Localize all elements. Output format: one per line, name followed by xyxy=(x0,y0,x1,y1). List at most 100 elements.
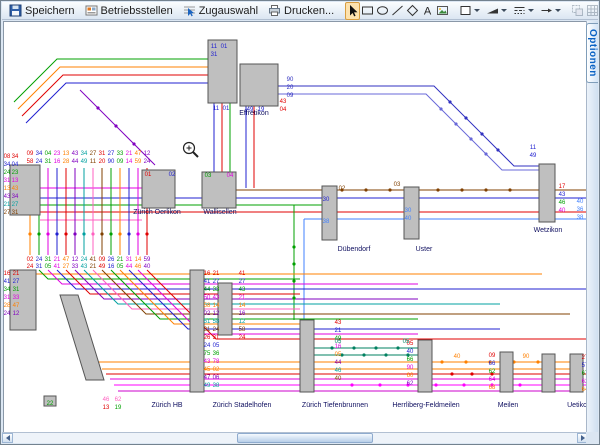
diamond-icon xyxy=(406,4,419,17)
train-dot xyxy=(292,296,296,300)
train-number: 90 xyxy=(287,77,294,83)
train-dot xyxy=(28,232,32,236)
save-button[interactable]: Speichern xyxy=(4,2,80,19)
station-box xyxy=(207,39,238,104)
scroll-left-button[interactable] xyxy=(2,433,13,443)
train-number: 43 xyxy=(213,295,220,301)
train-dot xyxy=(100,232,104,236)
fill-style-dropdown[interactable] xyxy=(456,2,483,20)
track-line xyxy=(13,58,208,103)
arrow-style-icon xyxy=(541,8,553,13)
train-number: 31 xyxy=(126,257,133,263)
train-number: 01 xyxy=(145,172,152,178)
train-number: 67 xyxy=(582,371,587,377)
polygon-tool-button[interactable] xyxy=(405,2,420,20)
zugauswahl-button-label: Zugauswahl xyxy=(198,4,259,17)
drucken-button[interactable]: Drucken... xyxy=(263,2,339,19)
train-dot xyxy=(352,346,356,350)
train-number: 27 xyxy=(12,202,19,208)
line-width-dropdown[interactable] xyxy=(483,2,510,20)
train-number: 43 xyxy=(239,287,246,293)
train-number: 21 xyxy=(335,328,342,334)
ellipse-tool-button[interactable] xyxy=(375,2,390,20)
betriebsstellen-button[interactable]: Betriebsstellen xyxy=(80,2,178,19)
train-number: 62 xyxy=(115,397,122,403)
train-number: 14 xyxy=(126,159,133,165)
train-number: 04 xyxy=(12,162,19,168)
train-number: 31 xyxy=(99,151,106,157)
train-number: 38 xyxy=(323,219,330,225)
track-line xyxy=(56,269,587,290)
image-tool-button[interactable] xyxy=(435,2,450,20)
grid-tool-button[interactable] xyxy=(585,2,600,20)
station-box xyxy=(541,353,556,393)
train-number: 34 xyxy=(36,151,43,157)
train-number: 44 xyxy=(335,360,342,366)
train-number: 33 xyxy=(213,287,220,293)
train-number: 24 xyxy=(81,257,88,263)
train-number: 66 xyxy=(407,357,414,363)
train-number: 05 xyxy=(407,341,414,347)
train-number: 64 xyxy=(582,387,587,393)
station-label: Wallisellen xyxy=(203,209,236,216)
train-dot xyxy=(340,353,344,357)
train-dot xyxy=(292,245,296,249)
station-label: Herrliberg-Feldmeilen xyxy=(392,402,459,409)
train-number: 28 xyxy=(4,303,11,309)
track-line xyxy=(278,85,539,167)
train-number: 47 xyxy=(13,303,20,309)
train-number: 90 xyxy=(108,159,115,165)
arrow-style-dropdown[interactable] xyxy=(537,2,564,20)
train-number: 49 xyxy=(335,336,342,342)
train-number: 05 xyxy=(213,343,220,349)
options-panel-tab[interactable]: Optionen xyxy=(586,23,598,83)
track-line xyxy=(79,89,156,166)
train-number: 41 xyxy=(54,264,61,270)
train-number: 21 xyxy=(117,257,124,263)
train-number: 44 xyxy=(72,159,79,165)
train-number: 34 xyxy=(4,287,11,293)
train-dot xyxy=(484,152,488,156)
select-tool-button[interactable] xyxy=(345,1,361,20)
train-number: 17 xyxy=(559,184,566,190)
train-number: 33 xyxy=(13,295,20,301)
text-tool-button[interactable]: A xyxy=(420,2,435,20)
zugauswahl-button[interactable]: Zugauswahl xyxy=(178,2,263,19)
train-number: 36 xyxy=(213,351,220,357)
train-dot xyxy=(46,232,50,236)
rectangle-tool-button[interactable] xyxy=(360,2,375,20)
train-number: 05 xyxy=(335,352,342,358)
group-tool-button[interactable] xyxy=(570,2,585,20)
train-number: 49 xyxy=(204,383,211,389)
track-line xyxy=(101,269,570,315)
train-number: 24 xyxy=(144,159,151,165)
line-style-dropdown[interactable] xyxy=(510,2,537,20)
train-number: 02 xyxy=(204,311,211,317)
train-number: 27 xyxy=(213,279,220,285)
train-number: 30 xyxy=(323,197,330,203)
station-label: Uster xyxy=(416,246,433,253)
train-dot xyxy=(340,188,344,192)
train-number: 30 xyxy=(405,208,412,214)
train-number: 09 xyxy=(117,159,124,165)
train-dot xyxy=(464,116,468,120)
train-number: 40 xyxy=(407,349,414,355)
train-number: 38 xyxy=(213,383,220,389)
station-label: Uetikon xyxy=(567,402,587,409)
train-number: 40 xyxy=(454,354,461,360)
horizontal-scrollbar[interactable] xyxy=(2,432,588,443)
train-number: 26 xyxy=(108,257,115,263)
arrow-right-icon xyxy=(580,435,585,441)
train-number: 04 xyxy=(280,107,287,113)
train-dot xyxy=(384,353,388,357)
train-selection-icon xyxy=(183,6,195,17)
scrollbar-corner xyxy=(586,432,598,443)
train-number: 45 xyxy=(204,367,211,373)
train-number: 43 xyxy=(12,186,19,192)
line-tool-button[interactable] xyxy=(390,2,405,20)
horizontal-scrollbar-thumb[interactable] xyxy=(237,433,373,443)
station-box xyxy=(569,353,584,393)
train-number: 50 xyxy=(204,295,211,301)
fill-swatch-icon xyxy=(460,6,471,15)
